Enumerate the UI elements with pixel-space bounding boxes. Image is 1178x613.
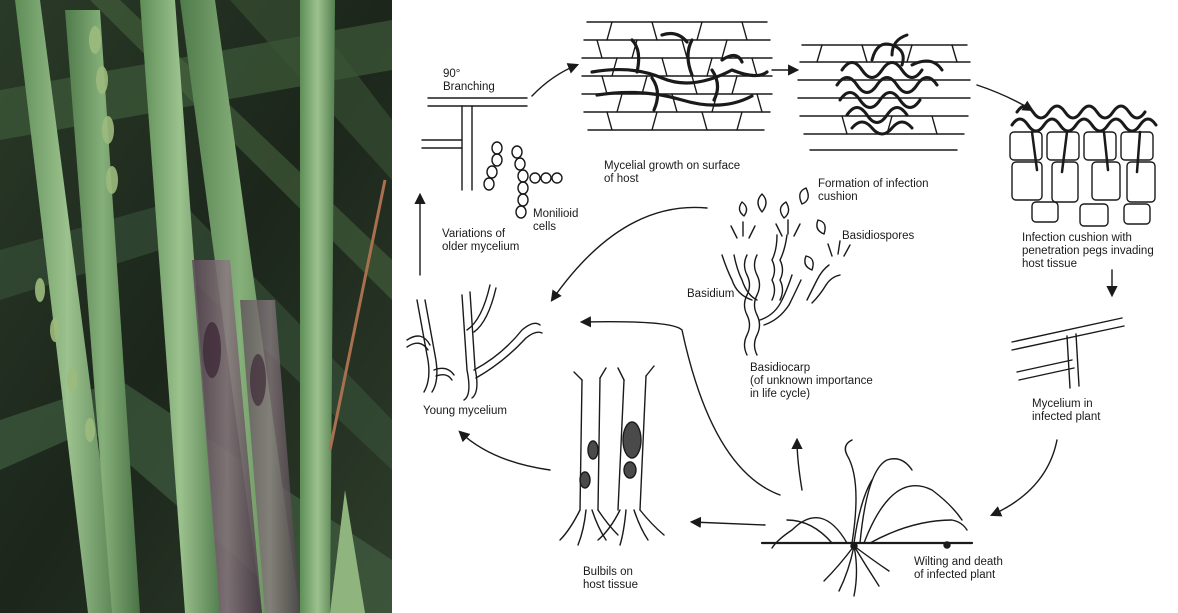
label-bulbils: Bulbils on host tissue (583, 566, 638, 592)
label-basidium: Basidium (687, 288, 734, 301)
diseased-plant-photo (0, 0, 392, 613)
label-older-mycelium: Variations of older mycelium (442, 228, 519, 254)
basidiospores-drawing (739, 188, 825, 270)
cycle-arrows (420, 65, 1112, 525)
label-young-mycelium: Young mycelium (423, 405, 507, 418)
label-branching: 90° Branching (443, 68, 495, 94)
label-basidiospores: Basidiospores (842, 230, 914, 243)
basidium-drawing (722, 220, 850, 355)
infection-cushion-pegs-drawing (1010, 106, 1156, 226)
life-cycle-diagram (392, 0, 1178, 613)
mycelial-growth-drawing (582, 22, 772, 130)
label-infection-cushion-pegs: Infection cushion with penetration pegs … (1022, 232, 1154, 271)
label-basidiocarp: Basidiocarp (of unknown importance in li… (750, 362, 873, 401)
label-mycelium-infected: Mycelium in infected plant (1032, 398, 1100, 424)
bulbils-drawing (560, 366, 664, 545)
label-infection-cushion-formation: Formation of infection cushion (818, 178, 929, 204)
label-monilioid-cells: Monilioid cells (533, 208, 578, 234)
label-wilting: Wilting and death of infected plant (914, 556, 1003, 582)
branching-hypha-drawing (422, 98, 527, 190)
mycelium-infected-drawing (1012, 318, 1124, 388)
young-mycelium-drawing (407, 285, 542, 400)
infection-cushion-formation-drawing (798, 35, 970, 150)
monilioid-cells-drawing (484, 142, 562, 218)
label-mycelial-growth: Mycelial growth on surface of host (604, 160, 740, 186)
